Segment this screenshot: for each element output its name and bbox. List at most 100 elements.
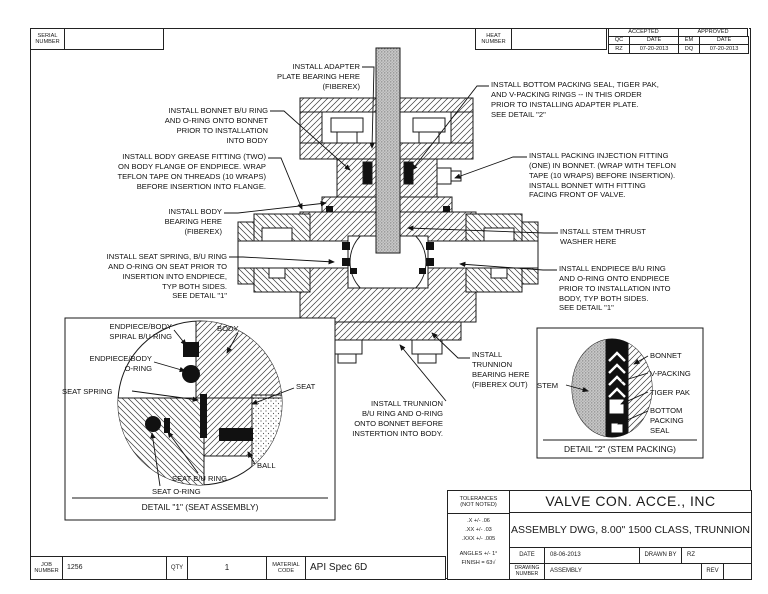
leader-line: [131, 390, 199, 402]
detail2-bottom-packing-seal: [611, 423, 623, 433]
leader-line: [251, 387, 295, 405]
leader-lines: [131, 66, 649, 487]
label-seat-bu-ring: SEAT B/U RING: [172, 474, 227, 483]
date-label: DATE: [510, 547, 545, 563]
heat-number-block: HEAT NUMBER: [475, 28, 607, 50]
leader-line: [224, 200, 327, 214]
leader-line: [226, 332, 239, 354]
label-seat: SEAT: [296, 382, 316, 391]
label-injection-fitting: INSTALL PACKING INJECTION FITTING (ONE) …: [529, 151, 676, 200]
heat-number-label: HEAT NUMBER: [475, 28, 512, 50]
tolerances-header: TOLERANCES (NOT NOTED): [448, 491, 509, 514]
trunnion-bolts: [331, 339, 443, 364]
detail-2-caption: DETAIL "2" (STEM PACKING): [564, 444, 676, 454]
serial-number-value: [64, 28, 164, 50]
job-number-value: 1256: [62, 556, 167, 580]
leader-line: [153, 361, 186, 373]
heat-number-value: [511, 28, 607, 50]
detail-1-view: [64, 317, 336, 521]
detail2-tiger-pak: [609, 399, 624, 414]
detail2-v-packing: [608, 351, 626, 398]
qc-initials: RZ: [608, 44, 630, 54]
qc-date-value: 07-20-2013: [629, 44, 679, 54]
label-seat-spring: INSTALL SEAT SPRING, B/U RING AND O-RING…: [106, 252, 227, 301]
leader-line: [229, 256, 335, 265]
leader-line: [268, 157, 303, 210]
label-body: BODY: [217, 324, 239, 333]
label-bottom-packing-seal: BOTTOM PACKING SEAL: [650, 406, 684, 435]
drawing-title: ASSEMBLY DWG, 8.00" 1500 CLASS, TRUNNION: [510, 513, 751, 548]
drawn-by-label: DRAWN BY: [640, 547, 682, 563]
material-code-value: API Spec 6D: [305, 556, 446, 580]
detail1-seat-bu-ring: [164, 418, 170, 433]
packing-right: [403, 161, 414, 185]
label-stem: STEM: [537, 381, 559, 390]
job-number-label: JOB NUMBER: [30, 556, 63, 580]
leader-line: [431, 332, 470, 359]
label-ball: BALL: [257, 461, 276, 470]
drawn-by-value: RZ: [687, 552, 695, 559]
label-body-bearing: INSTALL BODY BEARING HERE (FIBEREX): [164, 207, 222, 236]
stem: [375, 47, 401, 254]
tolerance-xx: .XX +/- .03: [465, 526, 492, 533]
title-block: TOLERANCES (NOT NOTED) .X +/- .06 .XX +/…: [447, 490, 752, 580]
detail1-seat-spring: [200, 394, 207, 438]
leader-line: [411, 85, 489, 171]
leader-line: [633, 355, 649, 365]
label-trunnion-bearing: INSTALL TRUNNION BEARING HERE (FIBEREX O…: [472, 350, 530, 389]
material-code-label: MATERIAL CODE: [266, 556, 306, 580]
em-initials: DQ: [678, 44, 700, 54]
qty-value: 1: [187, 556, 267, 580]
leader-line: [617, 410, 649, 425]
detail1-o-ring: [182, 365, 200, 383]
leader-line: [173, 329, 187, 346]
label-bonnet: BONNET: [650, 351, 682, 360]
leader-line: [399, 344, 447, 402]
label-thrust-washer: INSTALL STEM THRUST WASHER HERE: [560, 227, 646, 246]
label-grease-fitting: INSTALL BODY GREASE FITTING (TWO) ON BOD…: [117, 152, 266, 191]
label-seat-spring: SEAT SPRING: [62, 387, 113, 396]
leader-line: [565, 384, 589, 393]
detail1-spiral-bu-ring: [183, 342, 199, 357]
label-endpiece-bu-ring: INSTALL ENDPIECE B/U RING AND O-RING ONT…: [559, 264, 671, 313]
detail-2-view: [536, 327, 704, 459]
leader-line: [167, 431, 199, 474]
em-date-value: 07-20-2013: [699, 44, 749, 54]
leader-line: [459, 261, 557, 271]
leader-line: [362, 66, 375, 149]
leader-line: [270, 110, 351, 171]
leader-line: [621, 372, 649, 382]
leader-line: [620, 391, 649, 405]
qty-label: QTY: [166, 556, 188, 580]
label-seat-o-ring: SEAT O-RING: [152, 487, 201, 496]
date-value: 08-06-2013: [545, 547, 640, 563]
tolerance-x: .X +/- .06: [467, 518, 490, 524]
label-v-packing: V-PACKING: [650, 369, 691, 378]
label-spiral-bu-ring: ENDPIECE/BODY SPIRAL B/U RING: [109, 322, 172, 341]
label-bottom-packing: INSTALL BOTTOM PACKING SEAL, TIGER PAK, …: [491, 80, 659, 119]
tolerance-xxx: .XXX +/- .005: [461, 535, 496, 542]
job-row: JOB NUMBER 1256 QTY 1 MATERIAL CODE API …: [30, 556, 446, 580]
seat-seals: [326, 206, 450, 274]
label-tiger-pak: TIGER PAK: [650, 388, 690, 397]
label-adapter-plate: INSTALL ADAPTER PLATE BEARING HERE (FIBE…: [277, 62, 360, 91]
rev-value: [724, 564, 751, 579]
drawing-number-label: DRAWING NUMBER: [510, 563, 545, 579]
rev-label: REV: [702, 563, 724, 579]
tolerance-finish: FINISH = 63: [461, 559, 493, 566]
approval-table: ACCEPTED APPROVED QC DATE EM DATE RZ 07-…: [608, 28, 749, 55]
detail1-seat-seal: [219, 428, 253, 441]
serial-number-label: SERIAL NUMBER: [30, 28, 65, 50]
tolerances-block: TOLERANCES (NOT NOTED) .X +/- .06 .XX +/…: [448, 491, 510, 579]
valve-cross-section: [237, 47, 539, 364]
serial-number-block: SERIAL NUMBER: [30, 28, 164, 50]
label-o-ring: ENDPIECE/BODY O-RING: [89, 354, 152, 373]
tolerance-angles: ANGLES +/- 1°: [459, 550, 498, 557]
company-name: VALVE CON. ACCE., INC: [510, 491, 751, 513]
drawing-number-value: ASSEMBLY: [545, 563, 702, 579]
leader-line: [407, 225, 558, 234]
finish-check-icon: √: [492, 559, 496, 566]
leader-line: [150, 432, 161, 487]
